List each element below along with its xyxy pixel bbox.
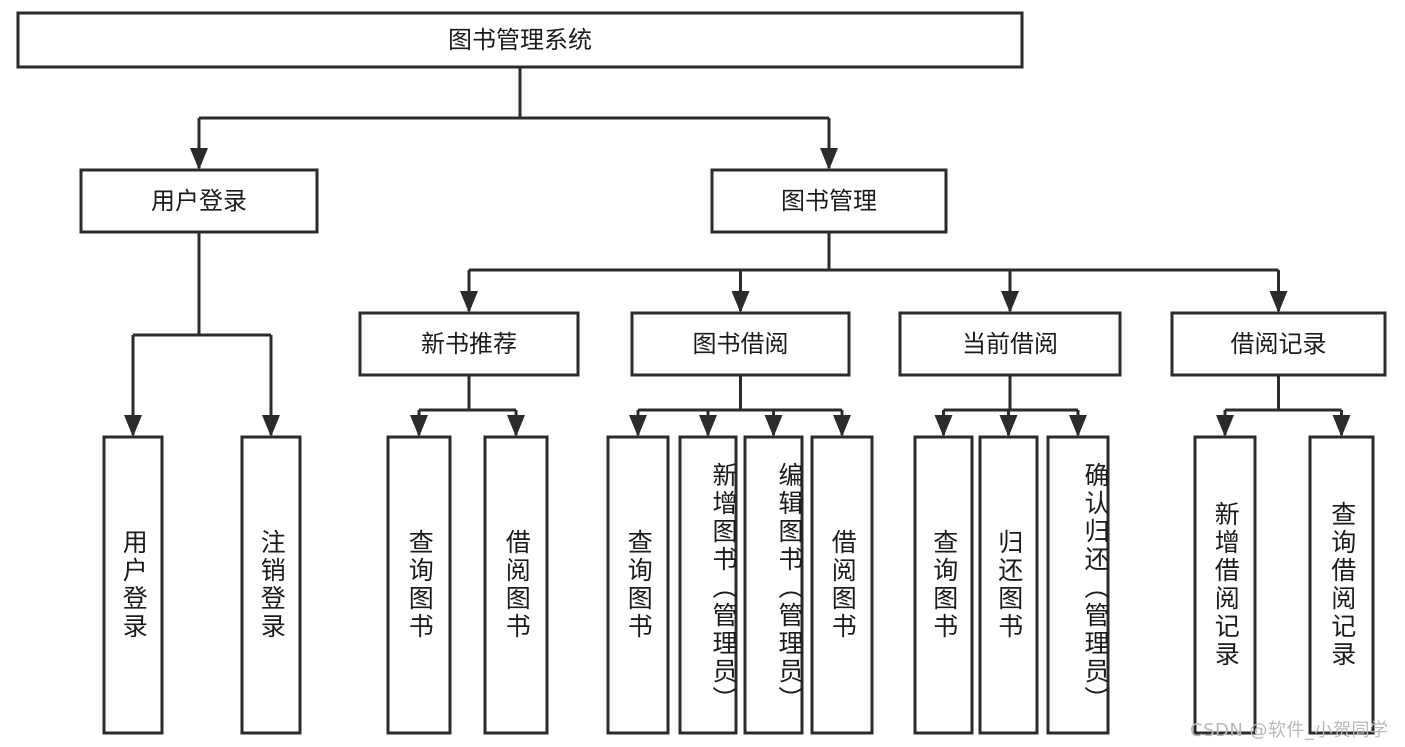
node-label: 图书管理系统	[448, 26, 592, 54]
leaf-box-leaf-logout[interactable]	[240, 435, 302, 735]
arrow-head-icon	[1332, 415, 1351, 437]
csdn-watermark: CSDN @软件_小贺同学	[1190, 720, 1389, 741]
arrow-head-icon	[764, 415, 783, 437]
node-label: 借阅记录	[1231, 330, 1327, 358]
node-box-user-login[interactable]	[79, 168, 319, 234]
node-box-new-book-recommend[interactable]	[358, 311, 580, 377]
arrow-head-icon	[460, 291, 478, 313]
arrow-head-icon	[1001, 291, 1019, 313]
leaf-box-leaf-query-book-borrow[interactable]	[606, 435, 670, 735]
arrow-head-icon	[699, 415, 717, 437]
leaf-box-leaf-query-book-recommend[interactable]	[386, 435, 452, 735]
leaf-box-leaf-return-book[interactable]	[978, 435, 1039, 735]
node-label: 当前借阅	[962, 330, 1058, 358]
leaf-box-leaf-query-record[interactable]	[1308, 435, 1375, 735]
node-label: 图书管理	[781, 187, 877, 215]
arrow-head-icon	[190, 148, 208, 170]
node-box-borrow-record[interactable]	[1170, 311, 1387, 377]
connectors-layer	[124, 67, 1351, 437]
node-label: 新书推荐	[421, 330, 517, 358]
arrow-head-icon	[262, 415, 280, 437]
node-box-current-borrow[interactable]	[898, 311, 1122, 377]
node-label: 图书借阅	[693, 330, 789, 358]
arrow-head-icon	[629, 415, 647, 437]
node-box-book-manage[interactable]	[710, 168, 948, 234]
leaf-box-leaf-add-book[interactable]	[678, 435, 738, 735]
node-label: 用户登录	[151, 187, 247, 215]
arrow-head-icon	[731, 291, 750, 313]
leaf-box-leaf-edit-book[interactable]	[743, 435, 804, 735]
leaf-box-leaf-confirm-return[interactable]	[1046, 435, 1110, 735]
arrow-head-icon	[833, 415, 851, 437]
arrow-head-icon	[820, 148, 838, 170]
arrow-head-icon	[410, 415, 428, 437]
arrow-head-icon	[1216, 415, 1234, 437]
leaf-box-leaf-user-login[interactable]	[102, 435, 164, 735]
leaf-box-leaf-borrow-book[interactable]	[810, 435, 874, 735]
leaf-box-leaf-borrow-book-recommend[interactable]	[483, 435, 549, 735]
arrow-head-icon	[124, 415, 142, 437]
leaf-box-leaf-query-book-current[interactable]	[913, 435, 974, 735]
node-box-root[interactable]	[16, 11, 1024, 69]
node-box-book-borrow[interactable]	[630, 311, 851, 377]
boxes-layer	[16, 11, 1387, 735]
arrow-head-icon	[934, 415, 953, 437]
arrow-head-icon	[1269, 291, 1288, 313]
leaf-box-leaf-add-record[interactable]	[1193, 435, 1257, 735]
arrow-head-icon	[999, 415, 1018, 437]
arrow-head-icon	[1069, 415, 1087, 437]
arrow-head-icon	[507, 415, 525, 437]
